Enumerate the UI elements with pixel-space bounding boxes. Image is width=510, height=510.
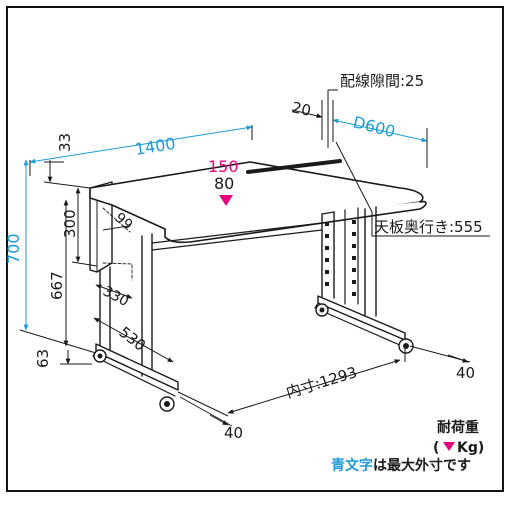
label-dim-667: 667 <box>48 271 66 300</box>
leg-right <box>321 211 335 301</box>
legend-unit: Kg) <box>457 440 484 456</box>
label-load-150: 150 <box>208 157 239 176</box>
label-dim-40-bottom: 40 <box>224 424 243 442</box>
legend-unit-open: ( <box>433 440 439 456</box>
triangle-down-icon <box>219 195 233 206</box>
modesty-panel <box>89 181 113 273</box>
label-dim-700: 700 <box>4 233 23 264</box>
crossbar <box>151 222 323 251</box>
label-top-depth: 天板奥行き:555 <box>374 218 483 236</box>
label-wiring-gap: 配線隙間:25 <box>340 72 424 90</box>
dimension-lines <box>19 89 490 427</box>
outer-frame <box>6 6 504 492</box>
label-dim-40-right: 40 <box>456 364 475 382</box>
legend-note: 青文字は最大外寸です <box>331 457 471 474</box>
label-dim-63: 63 <box>34 349 52 368</box>
label-dim-20: 20 <box>290 98 312 120</box>
triangle-down-icon <box>443 442 455 451</box>
legend-title: 耐荷重 <box>437 419 479 436</box>
leg-slots <box>325 222 329 286</box>
legend-note-rest: は最大外寸です <box>373 457 471 474</box>
cable-gap-slot <box>246 159 342 174</box>
legend: 耐荷重 ( Kg) 青文字は最大外寸です <box>331 419 484 474</box>
label-dim-33: 33 <box>56 133 74 152</box>
label-load-80: 80 <box>214 174 234 193</box>
legend-note-blue: 青文字 <box>331 457 373 474</box>
label-dim-300: 300 <box>61 209 79 238</box>
